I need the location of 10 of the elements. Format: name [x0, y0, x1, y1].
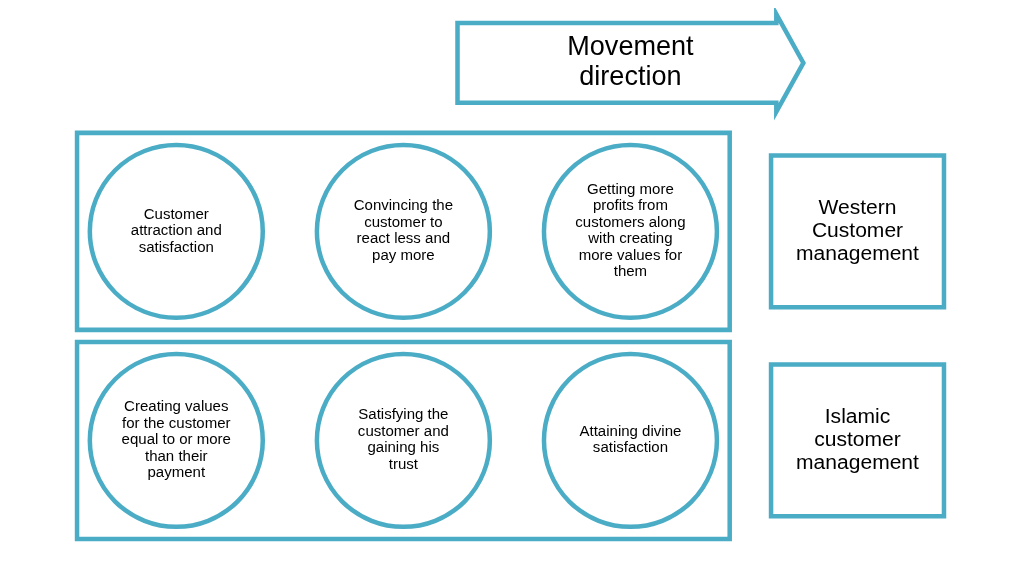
cluster	[74, 130, 732, 333]
node-circle: Convincing the customer to react less and pay more	[314, 142, 493, 321]
node-circle: Attaining divine satisfaction	[541, 351, 720, 530]
node-circle: Getting more profits from customers along with creating more values for them	[541, 142, 720, 321]
cluster	[74, 339, 732, 542]
node-circle: Customer attraction and satisfaction	[87, 142, 265, 321]
node-box: Western Customer management	[768, 153, 947, 310]
node-circle: Creating values for the customer equal to or more than their payment	[87, 351, 265, 530]
node-box: Islamic customer management	[768, 362, 947, 519]
node-circle: Satisfying the customer and gaining his trust	[314, 351, 493, 530]
